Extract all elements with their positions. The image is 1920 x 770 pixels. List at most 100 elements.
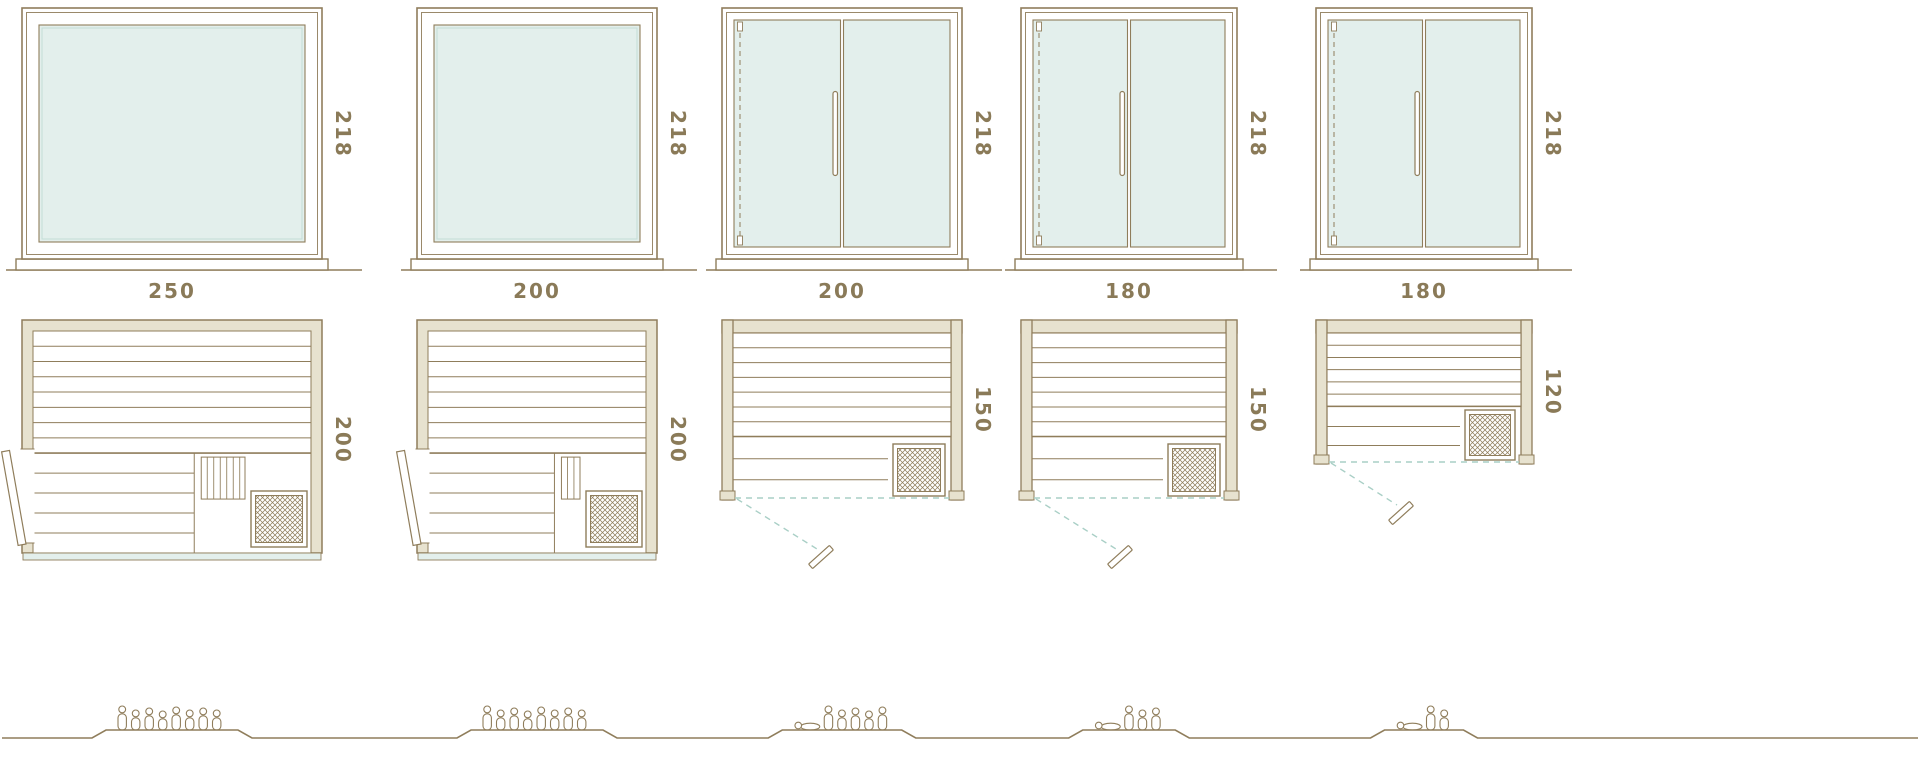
person-icon [850, 707, 861, 731]
front-width-dimension: 200 [513, 279, 561, 303]
person-icon [1425, 705, 1436, 731]
left-wall-cap [1018, 490, 1035, 501]
person-icon [877, 706, 888, 731]
upper-bench-slats [33, 345, 311, 439]
plan-back-wall [721, 319, 963, 334]
heater-icon [1167, 443, 1221, 497]
door-swing-line [736, 498, 818, 550]
hinge-mark-top [1036, 21, 1042, 32]
sill [1309, 258, 1539, 271]
door-leaf [1388, 501, 1414, 525]
person-icon [509, 707, 519, 731]
door-leaf [1107, 545, 1133, 569]
heater-icon [585, 490, 643, 548]
plan-right-wall [1225, 319, 1238, 501]
sauna-unit [1300, 7, 1572, 731]
front-height-dimension: 218 [666, 109, 690, 158]
person-icon [1137, 709, 1148, 731]
sill [715, 258, 969, 271]
right-wall-cap [1518, 454, 1535, 465]
door-handle [832, 90, 839, 177]
glass-door-left [1327, 19, 1424, 248]
person-icon [117, 705, 127, 731]
front-height-dimension: 218 [1541, 109, 1565, 158]
glass-panel [38, 24, 306, 243]
glass-panel-inner [41, 27, 303, 240]
front-frame-inner [421, 12, 653, 255]
heater-icon [1464, 409, 1516, 461]
front-height-dimension: 218 [1246, 109, 1270, 158]
person-icon [130, 709, 141, 731]
plan-depth-dimension: 150 [1246, 386, 1270, 434]
plan-left-wall [721, 319, 734, 501]
capacity-group [1396, 705, 1449, 731]
person-icon [171, 706, 181, 731]
hinge-mark-bottom [737, 235, 743, 246]
capacity-group [1094, 705, 1161, 731]
person-icon [198, 707, 208, 731]
person-icon [157, 710, 168, 731]
door-opening [415, 449, 430, 543]
floor-grate-slats [206, 457, 241, 500]
glass-panel [433, 24, 641, 243]
person-icon [1439, 709, 1449, 731]
plan-back-wall [1020, 319, 1238, 334]
plan-right-wall [1520, 319, 1533, 465]
person-icon [184, 709, 195, 731]
plan-depth-dimension: 200 [331, 416, 355, 464]
ground-line [2, 729, 1918, 739]
door-leaf [0, 449, 27, 547]
capacity-group [482, 705, 587, 731]
sauna-unit [706, 7, 1002, 731]
lower-bench-slats [33, 472, 195, 534]
person-icon [144, 707, 154, 731]
door-opening [20, 449, 35, 543]
sauna-unit [395, 7, 697, 731]
front-height-dimension: 218 [971, 109, 995, 158]
plan-left-wall [1315, 319, 1328, 465]
door-handle [1119, 90, 1126, 177]
person-lying-icon [1396, 721, 1423, 731]
lower-bench-slats [428, 472, 555, 534]
front-frame-inner [726, 12, 958, 255]
sill [410, 258, 664, 271]
sauna-unit [0, 7, 362, 731]
glass-door-left [733, 19, 842, 248]
person-icon [482, 705, 492, 731]
person-icon [823, 705, 834, 731]
hinge-mark-top [1331, 21, 1337, 32]
door-handle [1414, 90, 1421, 177]
bench-outline [732, 332, 952, 438]
front-width-dimension: 180 [1400, 279, 1448, 303]
person-icon [211, 709, 222, 731]
floor-grate [200, 456, 246, 500]
person-icon [549, 709, 560, 731]
person-icon [522, 710, 533, 731]
person-icon [864, 710, 874, 731]
front-frame-inner [26, 12, 318, 255]
plan-depth-dimension: 200 [666, 416, 690, 464]
floor-grate-slats [567, 457, 575, 500]
door-leaf [808, 545, 834, 569]
person-icon [576, 709, 587, 731]
capacity-group [794, 705, 888, 731]
front-frame-inner [1320, 12, 1528, 255]
plan-front-glass [22, 552, 322, 561]
glass-door-left [1032, 19, 1129, 248]
left-wall-cap [719, 490, 736, 501]
hinge-mark-bottom [1331, 235, 1337, 246]
upper-bench-slats [428, 345, 646, 439]
heater-icon [892, 443, 946, 497]
door-swing-line [1330, 462, 1398, 506]
person-icon [563, 707, 573, 731]
person-icon [1151, 707, 1161, 731]
hinge-mark-top [737, 21, 743, 32]
plan-right-wall [950, 319, 963, 501]
plan-front-glass [417, 552, 657, 561]
heater-icon [250, 490, 308, 548]
plan-left-wall [1020, 319, 1033, 501]
door-leaf [395, 449, 422, 547]
bench-slats [733, 347, 951, 423]
